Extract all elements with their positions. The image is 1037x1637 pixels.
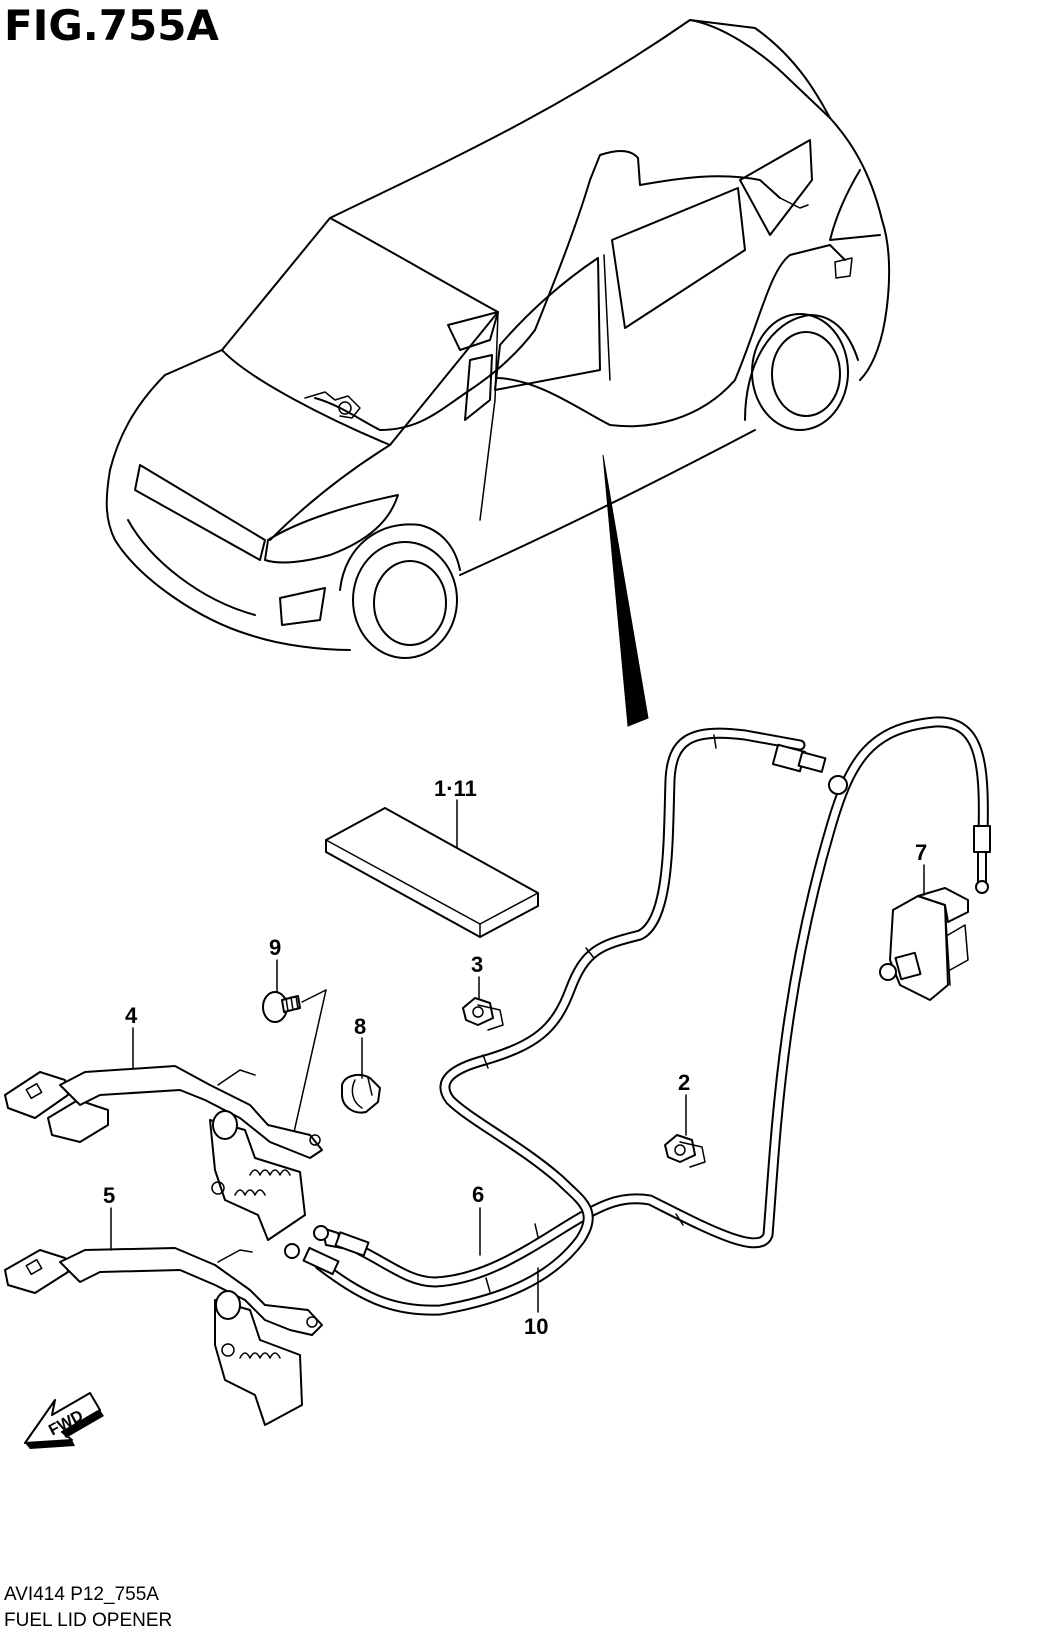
figure-code: AVI414 P12_755A <box>4 1584 159 1605</box>
vehicle-outline <box>105 19 891 659</box>
callout-8: 8 <box>354 1014 366 1039</box>
part-fuel-lid-actuator <box>879 887 969 1001</box>
callout-10: 10 <box>524 1314 548 1339</box>
cable-route-on-vehicle <box>304 149 853 431</box>
part-screw-9 <box>262 991 301 1023</box>
callout-4: 4 <box>125 1003 138 1028</box>
part-clip-2 <box>664 1134 706 1168</box>
cable-6 <box>313 716 991 1288</box>
figure-title: FIG.755A <box>4 1 219 50</box>
callout-7: 7 <box>915 840 927 865</box>
cable-10 <box>284 727 848 1316</box>
callout-2: 2 <box>678 1070 690 1095</box>
callout-6: 6 <box>472 1182 484 1207</box>
figure-name: FUEL LID OPENER <box>4 1610 173 1631</box>
part-lever-4 <box>4 1065 323 1241</box>
part-grommet-8 <box>341 1073 381 1114</box>
detail-pointer <box>602 454 649 727</box>
callout-5: 5 <box>103 1183 115 1208</box>
callout-3: 3 <box>471 952 483 977</box>
callout-1-11: 1·11 <box>434 776 477 801</box>
part-lever-5 <box>4 1247 323 1426</box>
fwd-arrow-icon: FWD <box>24 1392 104 1449</box>
part-clip-3 <box>462 997 504 1031</box>
callout-9: 9 <box>269 935 281 960</box>
part-pad <box>325 807 539 938</box>
